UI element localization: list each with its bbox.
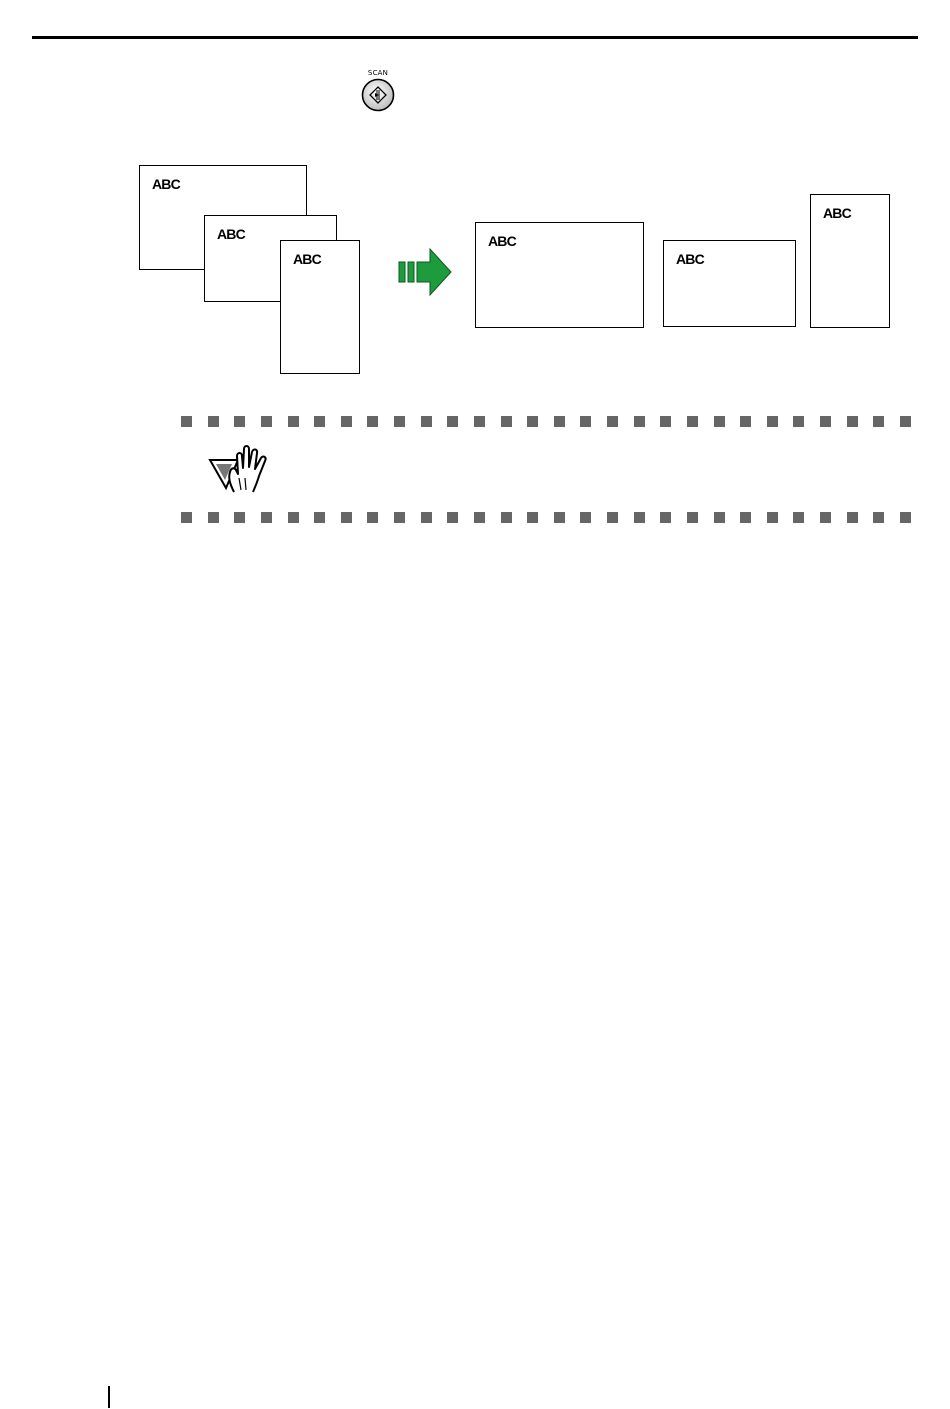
output-document-medium: ABC [663, 240, 796, 327]
output-document-portrait: ABC [810, 194, 890, 328]
scan-button-label: SCAN [366, 69, 390, 77]
source-document-portrait: ABC [280, 240, 360, 374]
document-text: ABC [823, 205, 851, 221]
document-text: ABC [152, 176, 180, 192]
green-right-arrow-icon [397, 245, 453, 299]
note-bottom-border [181, 512, 911, 524]
document-text: ABC [217, 226, 245, 242]
document-text: ABC [488, 233, 516, 249]
scan-start-icon [361, 78, 395, 112]
document-text: ABC [293, 251, 321, 267]
output-document-landscape: ABC [475, 222, 644, 328]
note-top-border [181, 416, 911, 428]
header-rule [32, 36, 918, 39]
footer-rule [108, 1386, 110, 1408]
attention-hand-icon [208, 440, 272, 496]
scan-button[interactable] [361, 78, 395, 112]
document-text: ABC [676, 251, 704, 267]
